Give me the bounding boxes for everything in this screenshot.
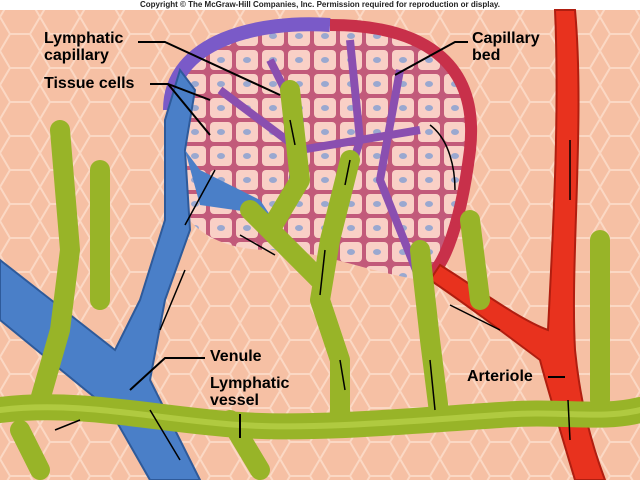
label-line: bed <box>472 47 501 64</box>
label-line: Lymphatic <box>210 375 290 392</box>
label-line: capillary <box>44 47 109 64</box>
flow-arrows <box>54 119 571 461</box>
leader-lines <box>129 41 565 438</box>
label-line: vessel <box>210 392 259 409</box>
lymphatic-vessels <box>0 80 640 480</box>
venule <box>0 67 202 480</box>
label-arteriole: Arteriole <box>467 368 533 385</box>
label-line: Lymphatic <box>44 30 124 47</box>
label-venule: Venule <box>210 348 262 365</box>
label-line: Capillary <box>472 30 540 47</box>
label-tissue-cells: Tissue cells <box>44 75 135 92</box>
arteriole <box>428 9 607 480</box>
copyright-notice: Copyright © The McGraw-Hill Companies, I… <box>139 0 501 9</box>
